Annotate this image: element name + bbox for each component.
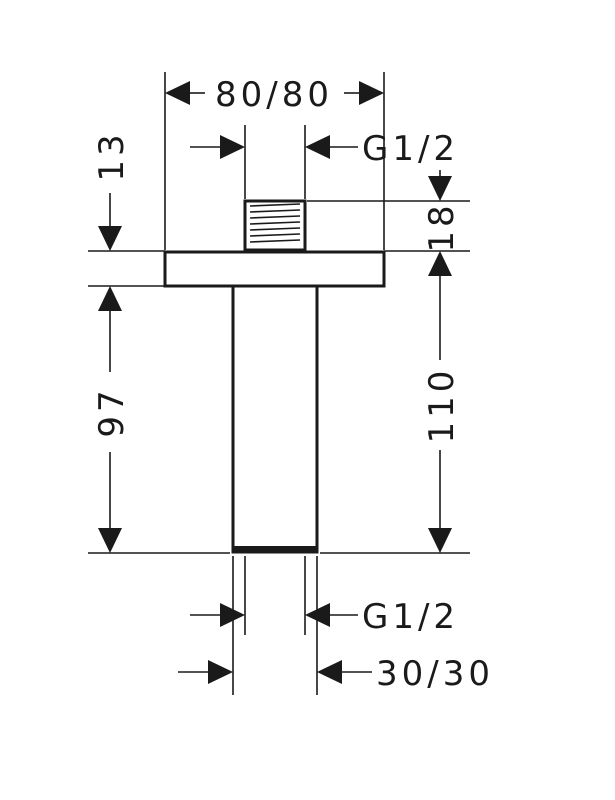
dimension-pipe-width: 30/30 bbox=[178, 654, 494, 694]
extension-lines bbox=[88, 72, 470, 695]
dimension-pipe-length: 97 bbox=[92, 286, 132, 553]
flange bbox=[163, 250, 386, 288]
pipe bbox=[231, 284, 319, 554]
thread-hatching bbox=[249, 203, 301, 243]
dimension-thread-bottom: G1/2 bbox=[190, 597, 459, 637]
thread-bottom-label: G1/2 bbox=[362, 597, 459, 637]
dimension-flange-thickness: 13 bbox=[92, 130, 132, 251]
pipe-width-label: 30/30 bbox=[376, 654, 494, 694]
thread-top-label: G1/2 bbox=[362, 129, 459, 169]
dimension-thread-length: 18 bbox=[422, 170, 462, 276]
flange-thickness-label: 13 bbox=[92, 130, 132, 181]
thread-length-label: 18 bbox=[422, 201, 462, 252]
dimension-overall-length: 110 bbox=[422, 274, 462, 553]
part-outline bbox=[163, 199, 386, 554]
pipe-length-label: 97 bbox=[92, 386, 132, 437]
top-thread-nipple bbox=[243, 199, 307, 252]
dimension-width-top: 80/80 bbox=[165, 75, 384, 115]
overall-length-label: 110 bbox=[422, 367, 462, 444]
width-top-label: 80/80 bbox=[215, 75, 333, 115]
dimension-thread-top: G1/2 bbox=[190, 129, 459, 169]
